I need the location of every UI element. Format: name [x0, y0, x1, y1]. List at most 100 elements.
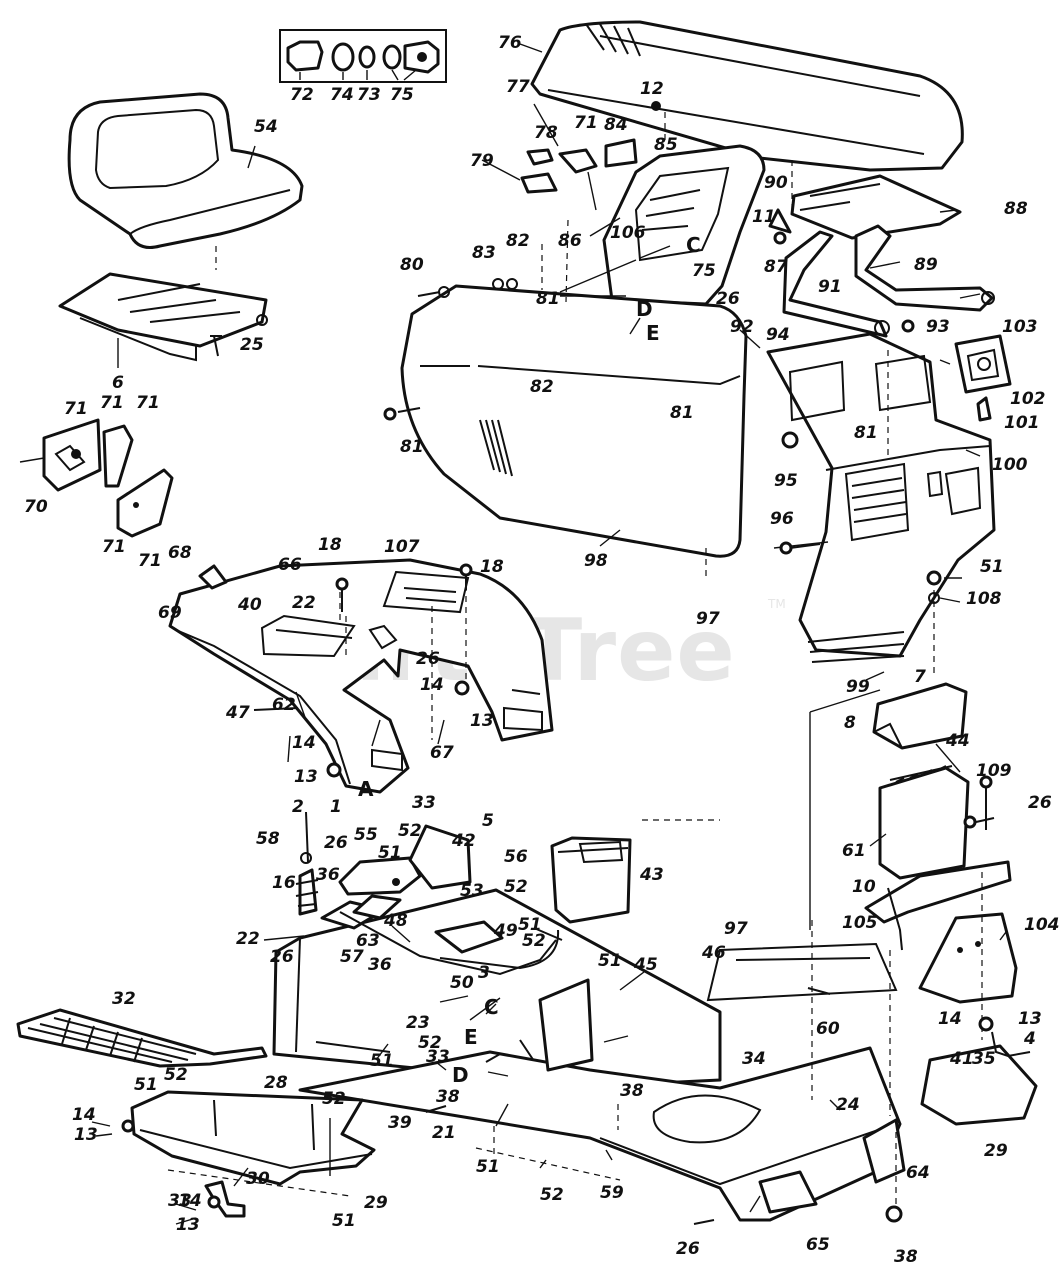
callout-A: A: [358, 777, 374, 801]
callout-51-foot: 51: [134, 1075, 158, 1095]
callout-81-left: 81: [400, 437, 424, 457]
callout-96: 96: [770, 509, 794, 529]
callout-21: 21: [432, 1123, 456, 1143]
callout-33-foot: 33: [168, 1191, 192, 1211]
callout-66: 66: [278, 555, 302, 575]
callout-45: 45: [633, 955, 658, 975]
callout-46: 46: [701, 943, 726, 963]
callout-4: 4: [1023, 1029, 1036, 1049]
callout-99: 99: [846, 677, 870, 697]
fasteners: [121, 231, 995, 1225]
callout-44: 44: [945, 731, 970, 751]
callout-35: 35: [972, 1049, 996, 1069]
callout-109: 109: [976, 761, 1012, 781]
callout-59: 59: [600, 1183, 624, 1203]
callout-67: 67: [430, 743, 454, 763]
callout-89: 89: [914, 255, 938, 275]
callout-47: 47: [225, 703, 250, 723]
callout-51-b: 51: [518, 915, 542, 935]
callout-62: 62: [272, 695, 296, 715]
callout-81-side: 81: [670, 403, 694, 423]
callout-14-right: 14: [938, 1009, 962, 1029]
callout-102: 102: [1010, 389, 1046, 409]
leader-lines: [91, 43, 1007, 1225]
callout-8: 8: [844, 713, 856, 733]
callout-51-bottom: 51: [476, 1157, 500, 1177]
callout-71: 71: [574, 113, 598, 133]
dash-panel-assembly: [520, 138, 766, 306]
callout-51-frame: 51: [370, 1051, 394, 1071]
callout-22-fender: 22: [292, 593, 316, 613]
callout-75: 75: [390, 85, 414, 105]
left-footplate-assembly: [130, 1090, 376, 1218]
callout-13-mid: 13: [294, 767, 318, 787]
callout-26-pedal: 26: [324, 833, 348, 853]
footrest-assembly: [16, 1008, 268, 1068]
callout-23: 23: [406, 1013, 430, 1033]
callout-13-foot: 13: [74, 1125, 98, 1145]
callout-88: 88: [1004, 199, 1028, 219]
callout-33-mid: 33: [412, 793, 436, 813]
callout-26-bottom: 26: [676, 1239, 700, 1259]
callout-79: 79: [470, 151, 494, 171]
callout-E-bottom: E: [464, 1025, 478, 1049]
callout-90: 90: [764, 173, 788, 193]
callout-18-a: 18: [318, 535, 342, 555]
callout-C-bottom: C: [484, 995, 499, 1019]
callout-71-a: 71: [64, 399, 88, 419]
callout-24: 24: [836, 1095, 860, 1115]
callout-13-fender: 13: [470, 711, 494, 731]
callout-72: 72: [290, 85, 314, 105]
lever-bracket-assembly: [19, 418, 174, 538]
callout-60: 60: [816, 1019, 840, 1039]
callout-84: 84: [604, 115, 628, 135]
callout-97-bottom: 97: [724, 919, 748, 939]
callout-42: 42: [451, 831, 476, 851]
callout-78: 78: [534, 123, 558, 143]
callout-75-b: 75: [692, 261, 716, 281]
callout-29-left: 29: [364, 1193, 388, 1213]
callout-32: 32: [112, 989, 136, 1009]
callout-64: 64: [906, 1163, 930, 1183]
callout-68: 68: [168, 543, 192, 563]
callout-26-left: 26: [270, 947, 294, 967]
callout-80: 80: [400, 255, 424, 275]
guide-lines: [167, 160, 983, 1206]
callout-36-b: 36: [368, 955, 392, 975]
callout-39: 39: [388, 1113, 412, 1133]
callout-40: 40: [237, 595, 262, 615]
hood-assembly: [530, 20, 964, 172]
battery-assembly: [809, 682, 1038, 1126]
fuel-tank: [439, 836, 632, 970]
callout-52-frame: 52: [418, 1033, 442, 1053]
callout-76: 76: [498, 33, 522, 53]
callout-98: 98: [584, 551, 608, 571]
callout-41: 41: [949, 1049, 974, 1069]
callout-69: 69: [158, 603, 182, 623]
headlight-assembly: [939, 334, 1012, 422]
callout-57: 57: [340, 947, 364, 967]
callout-92: 92: [730, 317, 754, 337]
callout-25: 25: [240, 335, 264, 355]
callout-51-foot-c: 51: [332, 1211, 356, 1231]
callout-1: 1: [330, 797, 342, 817]
callout-52-foot: 52: [164, 1065, 188, 1085]
callout-100: 100: [992, 455, 1028, 475]
callout-33-frame: 33: [426, 1047, 450, 1067]
callout-49: 49: [493, 921, 518, 941]
callout-18-b: 18: [480, 557, 504, 577]
callout-13-right: 13: [1018, 1009, 1042, 1029]
callout-87: 87: [764, 257, 788, 277]
pedal-bracket-assembly: [295, 811, 563, 976]
callout-86: 86: [558, 231, 582, 251]
callout-22-pedal: 22: [236, 929, 260, 949]
callout-E-top: E: [646, 321, 660, 345]
callout-38-bottom: 38: [894, 1247, 918, 1267]
hood-body: [400, 219, 748, 580]
callout-83: 83: [472, 243, 496, 263]
callout-36-a: 36: [316, 865, 340, 885]
callout-58: 58: [256, 829, 280, 849]
callout-71-c: 71: [136, 393, 160, 413]
callout-93: 93: [926, 317, 950, 337]
callout-107: 107: [384, 537, 420, 557]
